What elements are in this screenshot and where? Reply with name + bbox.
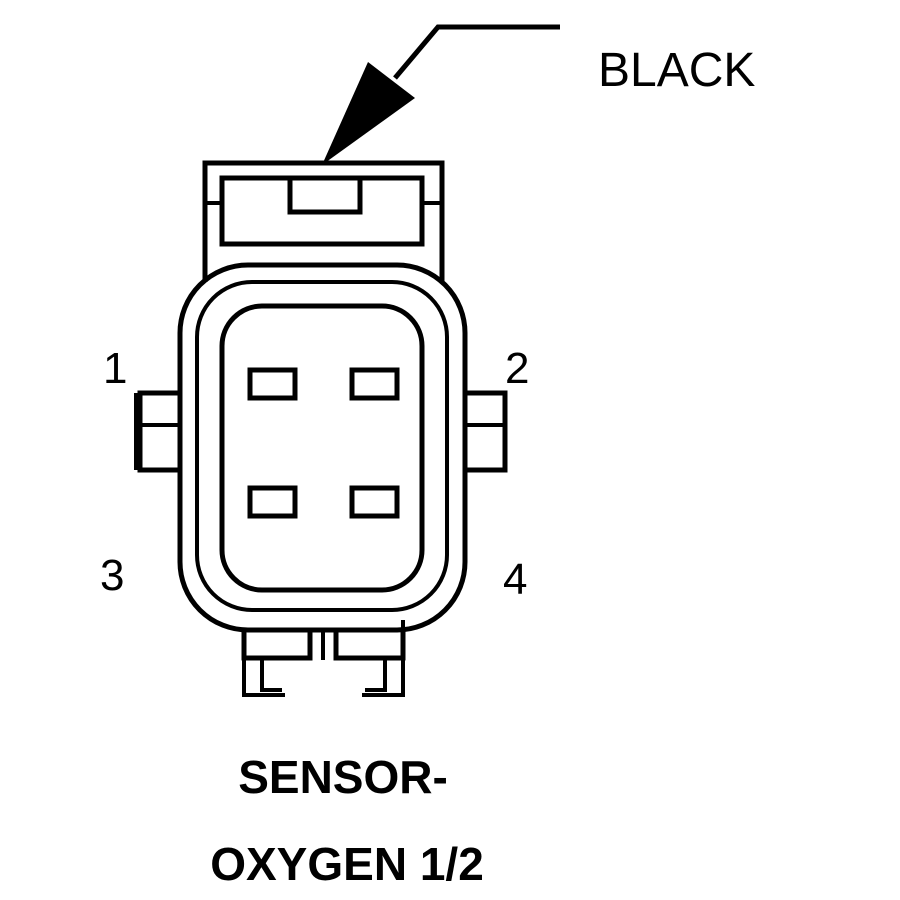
pin-cavity-2 xyxy=(349,367,400,401)
bottom-terminals xyxy=(241,620,406,697)
pin-number-2: 2 xyxy=(505,344,529,393)
side-tab-right xyxy=(465,390,508,473)
pin-cavity-3 xyxy=(247,485,298,519)
connector-body xyxy=(177,262,468,633)
connector-latch xyxy=(202,160,445,282)
color-label: BLACK xyxy=(598,44,755,97)
color-leader-arrow xyxy=(322,24,560,165)
title-line-1: SENSOR- xyxy=(238,751,448,803)
title-line-2: OXYGEN 1/2 xyxy=(210,838,484,890)
pin-number-3: 3 xyxy=(100,551,124,600)
pin-cavities xyxy=(247,367,400,519)
pin-cavity-1 xyxy=(247,367,298,401)
side-tab-left xyxy=(134,390,180,473)
pin-cavity-4 xyxy=(349,485,400,519)
pin-number-4: 4 xyxy=(503,555,527,604)
pin-number-1: 1 xyxy=(103,344,127,393)
